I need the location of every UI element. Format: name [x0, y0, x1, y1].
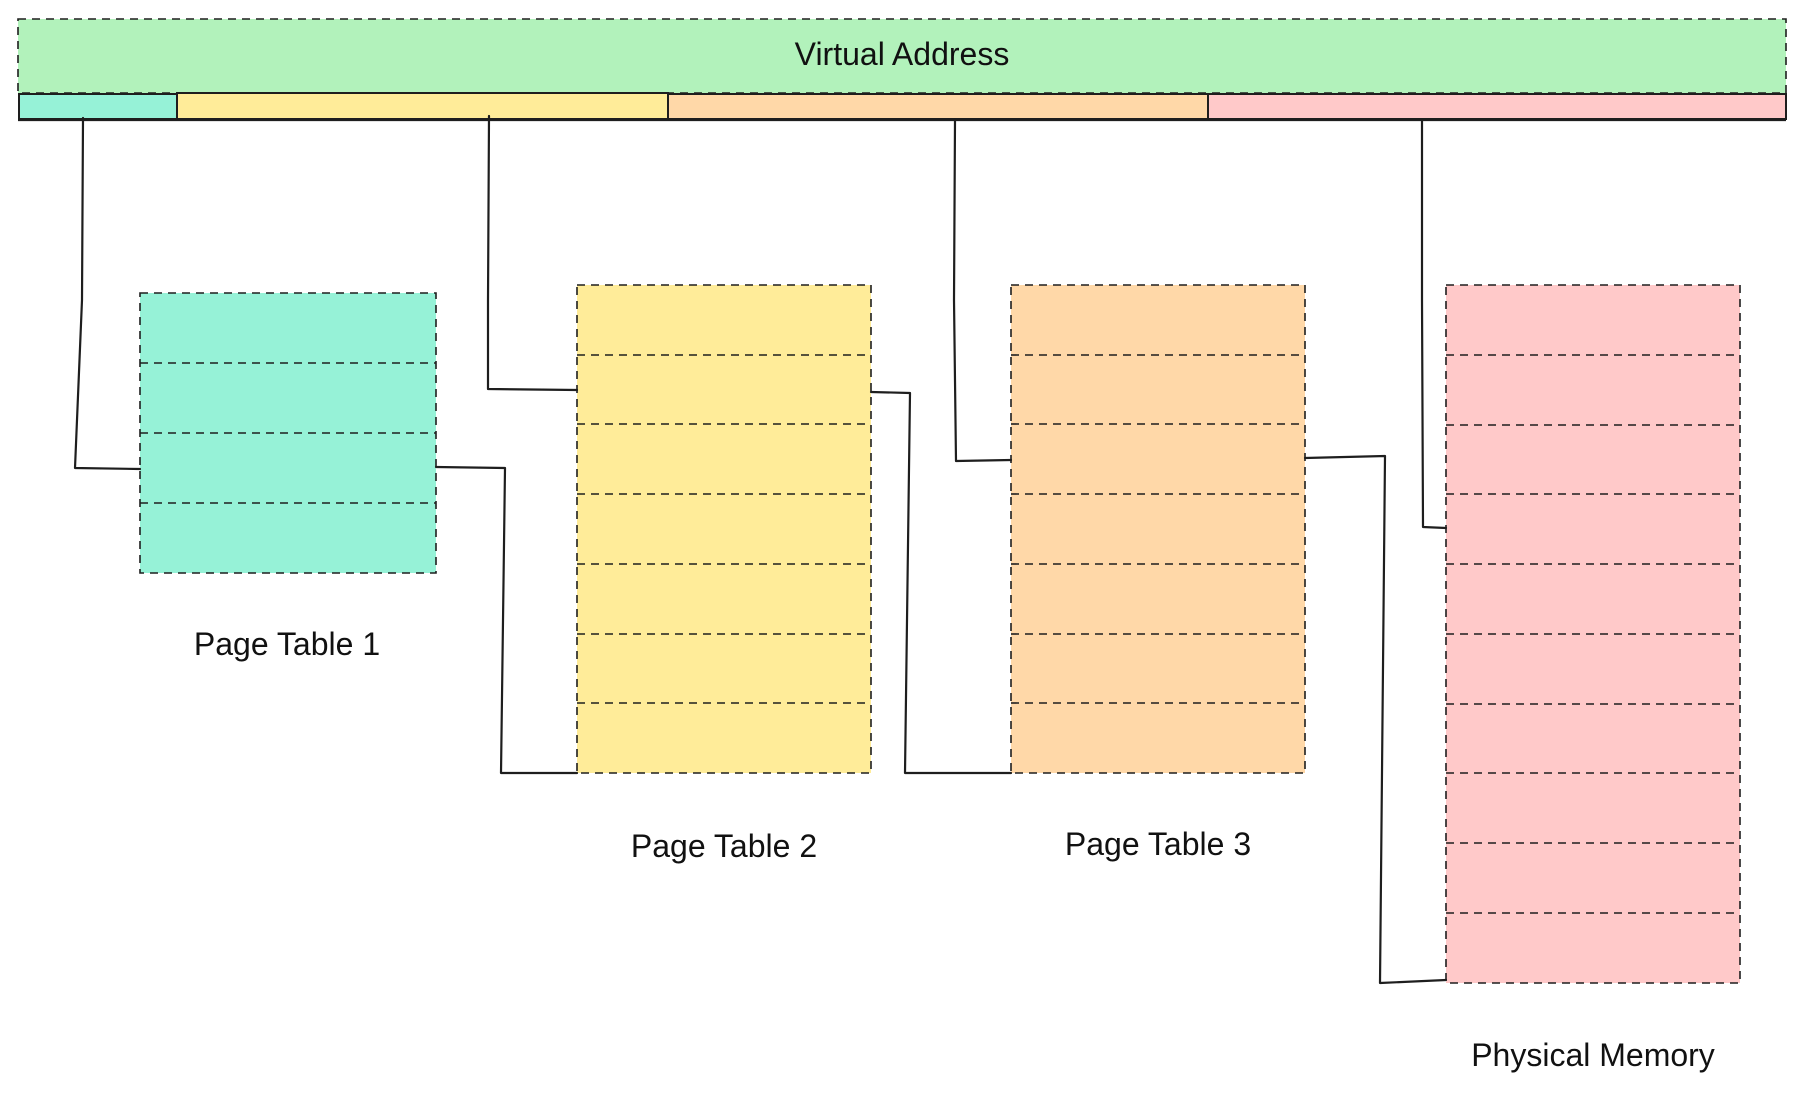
connector-page-table-1-to-page-table-2: [434, 465, 579, 775]
page-table-3-rows: [1011, 354, 1305, 704]
page-table-3-box: [1010, 284, 1306, 774]
connector-page-table-2-to-page-table-3: [869, 390, 1013, 775]
physical-memory-label: Physical Memory: [1471, 1037, 1715, 1073]
virtual-address-label: Virtual Address: [795, 36, 1010, 72]
physical-memory: Physical Memory: [1445, 284, 1741, 1073]
connector-va-to-physical-memory: [1420, 118, 1448, 530]
connector-va-to-page-table-3: [952, 118, 1013, 463]
connector-va-to-page-table-2: [486, 114, 579, 392]
connector-page-table-3-to-physical-memory: [1303, 454, 1448, 985]
page-table-2-rows: [577, 354, 871, 704]
segment-index-2: [176, 92, 669, 120]
virtual-address-box: [17, 18, 1787, 94]
page-table-3-label: Page Table 3: [1065, 826, 1251, 862]
page-table-3: Page Table 3: [1010, 284, 1306, 862]
page-table-2-box: [576, 284, 872, 774]
connectors: [73, 114, 1448, 985]
segment-index-1: [18, 93, 178, 120]
page-table-1-label: Page Table 1: [194, 626, 380, 662]
physical-memory-rows: [1446, 354, 1740, 914]
segment-index-3: [667, 93, 1209, 120]
virtual-address-segments: [18, 92, 1787, 122]
page-table-2-label: Page Table 2: [631, 828, 817, 864]
segment-offset: [1207, 93, 1787, 120]
page-table-1-rows: [140, 362, 436, 504]
page-table-2: Page Table 2: [576, 284, 872, 864]
page-table-1: Page Table 1: [139, 292, 437, 662]
connector-va-to-page-table-1: [73, 116, 142, 471]
virtual-address: Virtual Address: [17, 18, 1787, 94]
